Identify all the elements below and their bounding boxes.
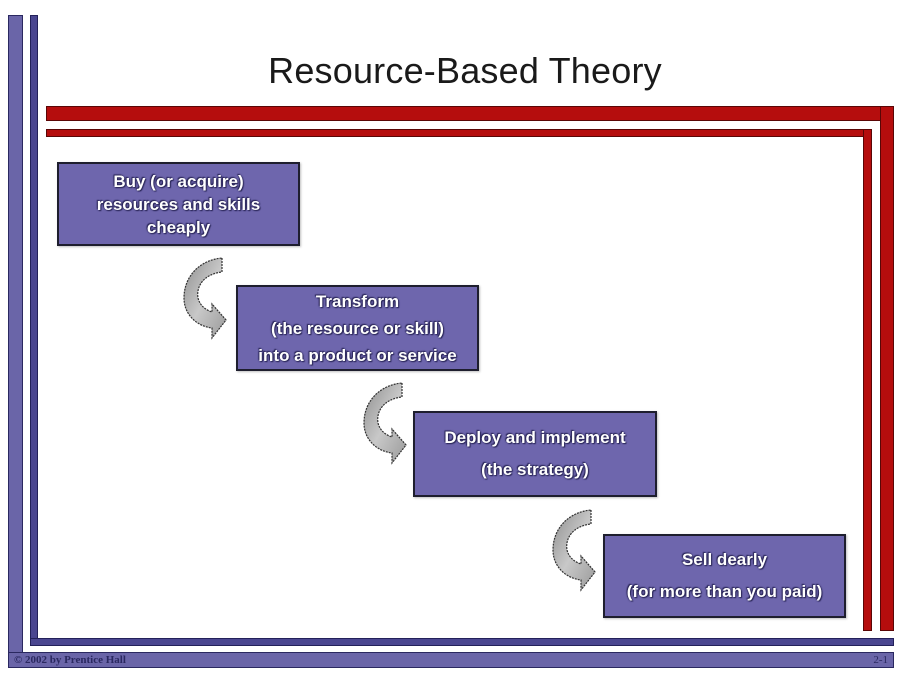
frame-bottom-inner-bar: [30, 638, 894, 646]
step-box-buy: Buy (or acquire) resources and skills ch…: [57, 162, 300, 246]
step-3-line-1: Deploy and implement: [444, 428, 626, 447]
step-3-line-2: (the strategy): [481, 460, 589, 479]
step-2-line-3: into a product or service: [258, 345, 457, 365]
step-4-line-2: (for more than you paid): [626, 582, 823, 601]
frame-left-inner-bar: [30, 15, 38, 646]
step-1-line-2: resources and skills: [96, 194, 261, 214]
copyright-notice: © 2002 by Prentice Hall: [14, 654, 126, 666]
frame-top-outer-red-bar: [46, 106, 894, 121]
frame-top-inner-red-bar: [46, 129, 872, 137]
curved-arrow-icon: [363, 382, 407, 465]
step-2-line-2: (the resource or skill): [271, 318, 444, 338]
slide-title: Resource-Based Theory: [268, 50, 662, 91]
step-box-sell: Sell dearly (for more than you paid): [603, 534, 846, 618]
curved-arrow-icon: [183, 257, 227, 340]
step-1-line-3: cheaply: [146, 217, 211, 237]
step-1-line-1: Buy (or acquire): [113, 171, 244, 191]
frame-right-outer-red-bar: [880, 106, 894, 631]
frame-left-outer-bar: [8, 15, 23, 668]
step-4-line-1: Sell dearly: [681, 550, 768, 569]
step-box-transform: Transform (the resource or skill) into a…: [236, 285, 479, 371]
step-box-deploy: Deploy and implement (the strategy): [413, 411, 657, 497]
slide-page-number: 2-1: [873, 654, 888, 666]
frame-bottom-outer-bar: [8, 652, 894, 668]
frame-right-inner-red-bar: [863, 129, 872, 631]
curved-arrow-icon: [552, 509, 596, 592]
step-2-line-1: Transform: [315, 291, 400, 311]
